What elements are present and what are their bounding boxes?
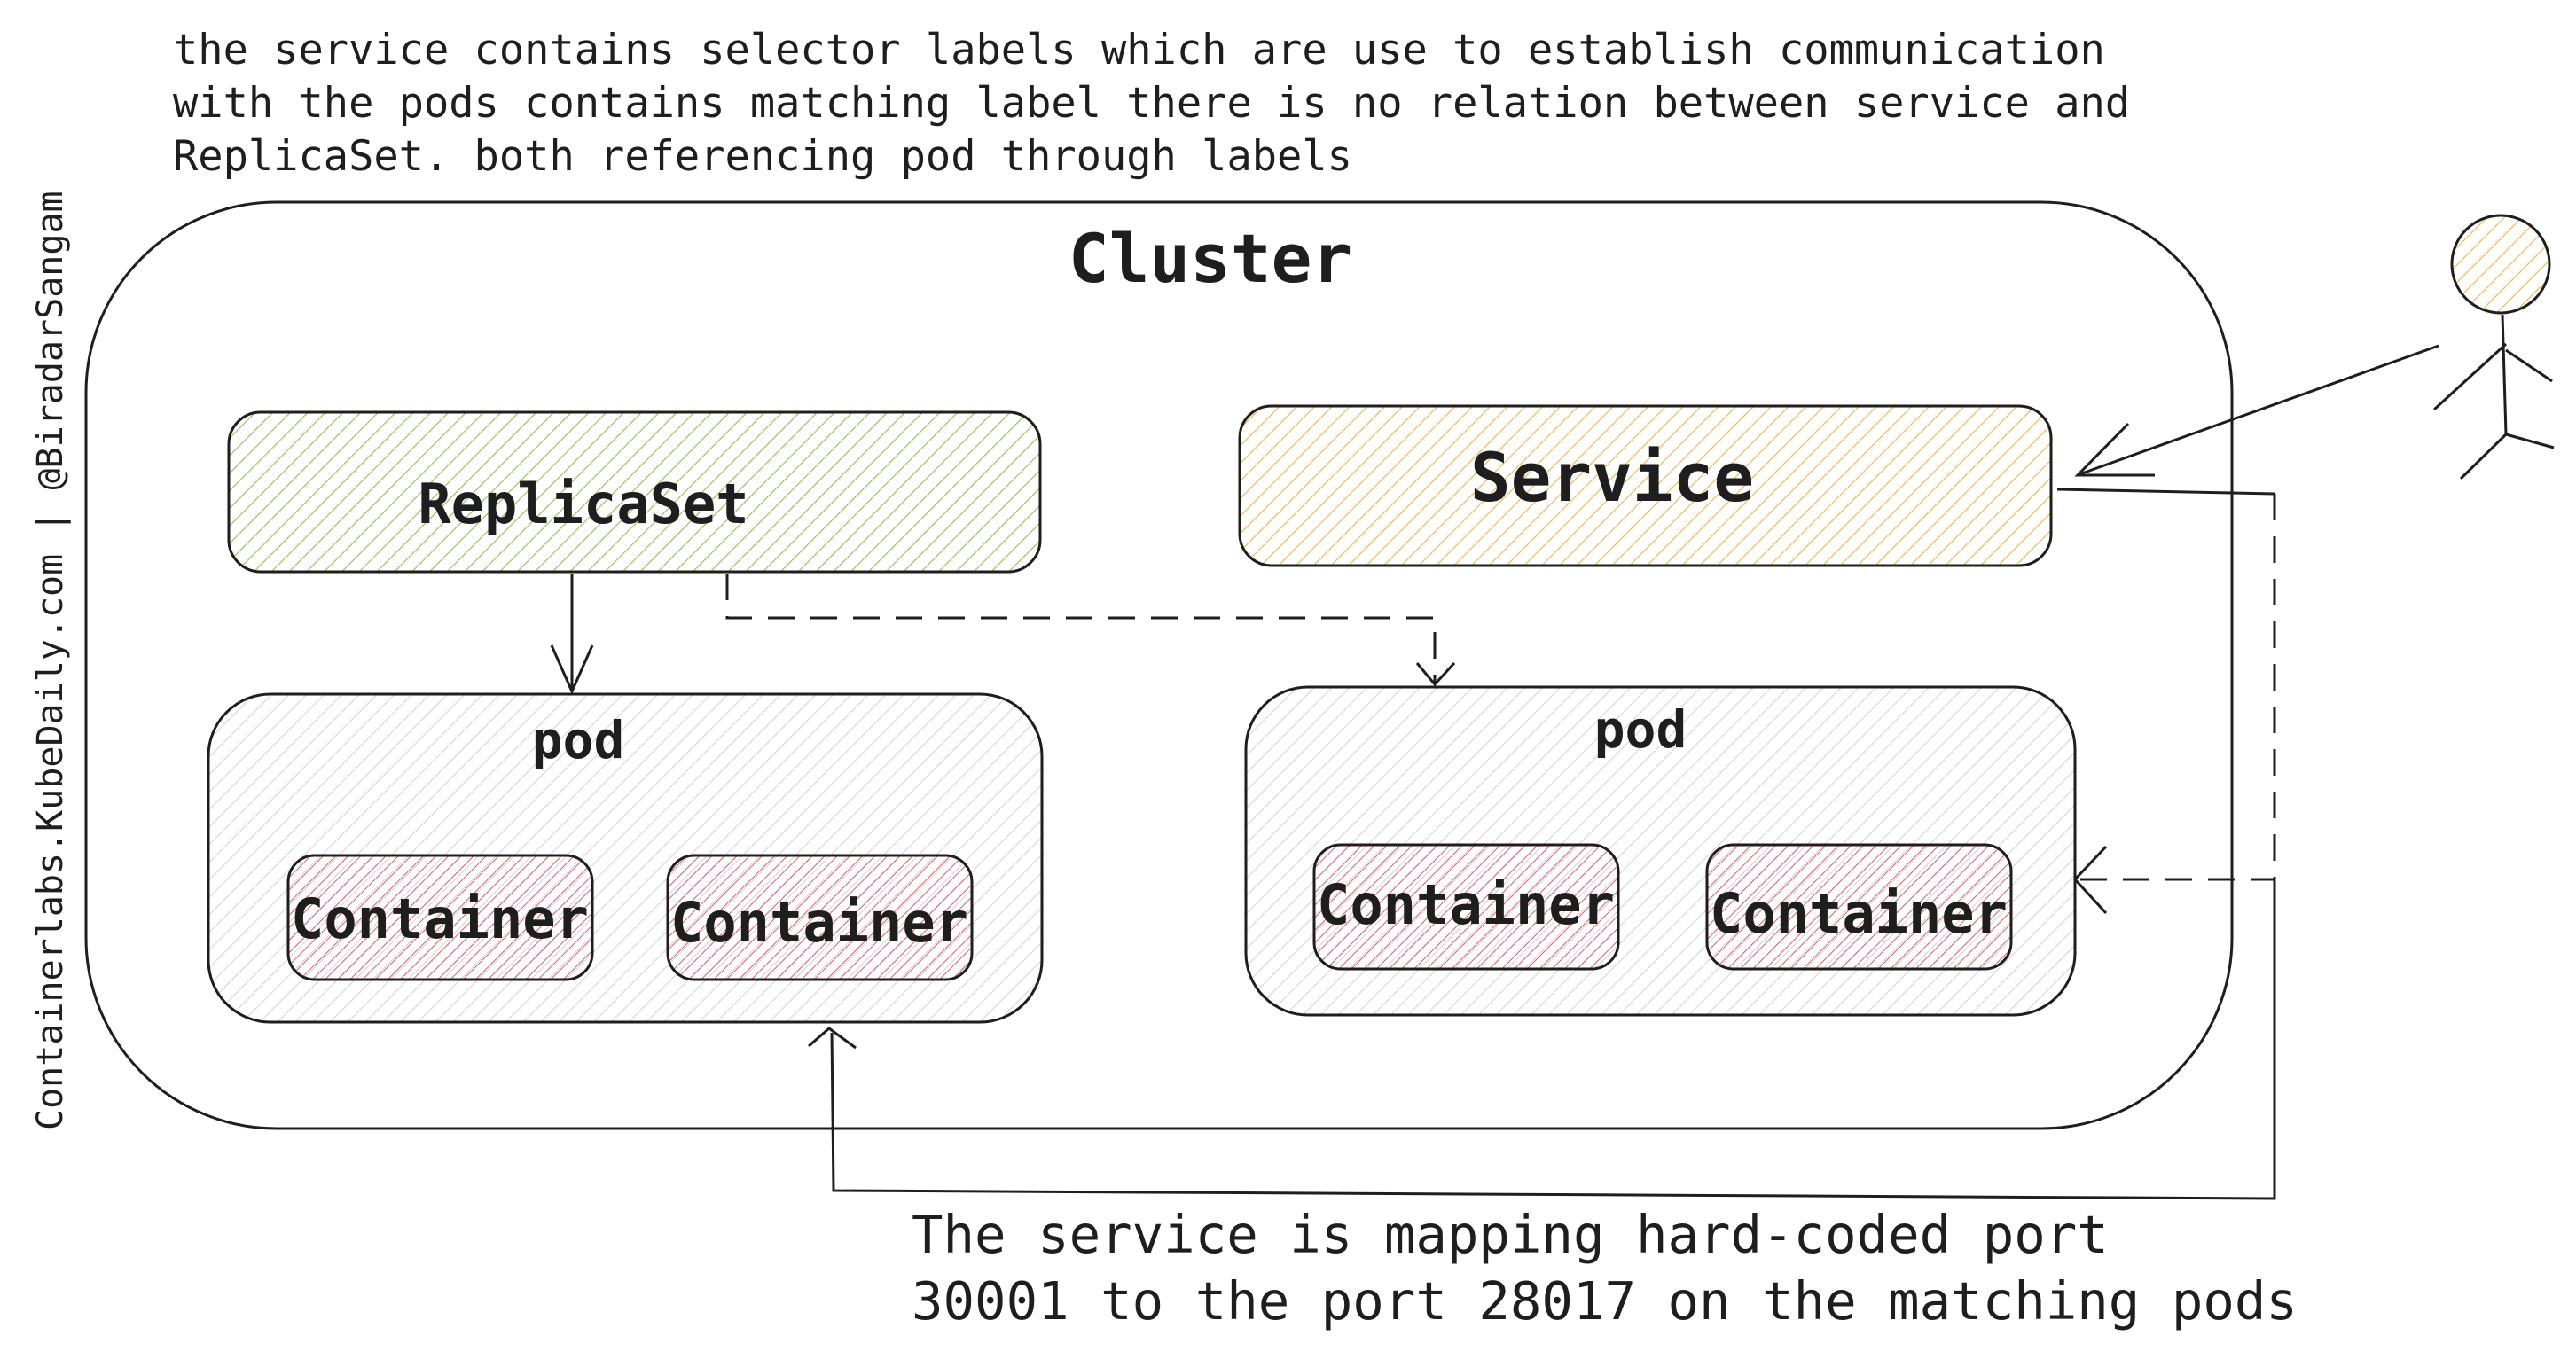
cluster-boundary xyxy=(84,200,2234,1130)
container-label: Container xyxy=(1317,872,1615,937)
pod-right-label: pod xyxy=(1594,699,1687,760)
pod-left: pod Container Container xyxy=(207,692,1044,1024)
service-to-pod-right-dashed-arrow xyxy=(2056,488,2276,915)
container-label: Container xyxy=(670,890,968,955)
container-label: Container xyxy=(291,886,589,951)
intro-note-line-2: with the pods contains matching label th… xyxy=(173,79,2130,128)
pod-left-label: pod xyxy=(532,710,625,770)
port-note-line-1: The service is mapping hard-coded port xyxy=(912,1204,2109,1265)
replicaset-label: ReplicaSet xyxy=(418,472,748,536)
pod-left-container-2: Container xyxy=(666,854,974,981)
pod-right: pod Container Container xyxy=(1244,685,2077,1017)
service-to-pod-left-arrow xyxy=(808,879,2276,1200)
credit-text: Containerlabs.KubeDaily.com | @BiradarSa… xyxy=(30,191,71,1130)
intro-note-line-3: ReplicaSet. both referencing pod through… xyxy=(173,132,1352,181)
intro-note-line-1: the service contains selector labels whi… xyxy=(173,26,2105,74)
replicaset-box: ReplicaSet xyxy=(227,410,1042,574)
replicaset-to-pod-left-arrow xyxy=(550,574,594,695)
pod-right-container-1: Container xyxy=(1312,843,1620,971)
pod-right-container-2: Container xyxy=(1705,843,2013,971)
service-label: Service xyxy=(1470,438,1754,517)
user-to-service-arrow xyxy=(2074,344,2439,477)
user-icon xyxy=(2432,214,2555,480)
replicaset-to-pod-right-dashed-arrow xyxy=(725,574,1456,687)
pod-left-container-1: Container xyxy=(286,854,594,981)
port-note-line-2: 30001 to the port 28017 on the matching … xyxy=(912,1270,2298,1332)
service-box: Service xyxy=(1238,404,2053,567)
container-label: Container xyxy=(1710,881,2008,946)
cluster-title: Cluster xyxy=(1069,219,1352,298)
